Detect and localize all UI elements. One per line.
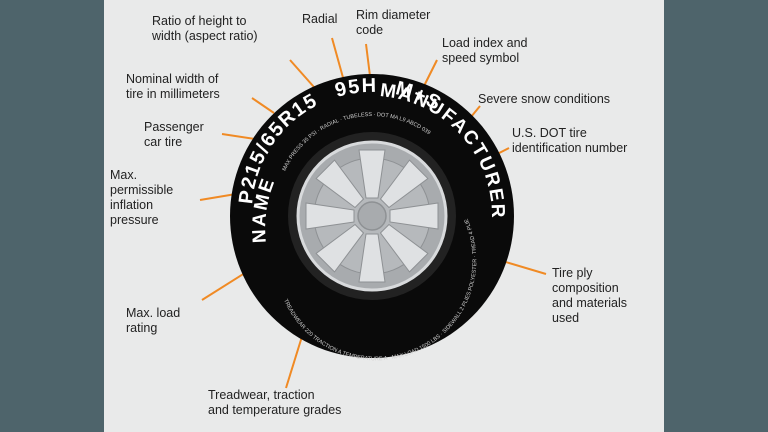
blurred-side-left [0, 0, 104, 432]
callout-dot: U.S. DOT tire identification number [512, 126, 628, 155]
callout-load-index: Load index and speed symbol [442, 36, 528, 65]
callout-nominal-width: Nominal width of tire in millimeters [126, 72, 220, 101]
leader-inflation [199, 193, 237, 201]
diagram-svg: P215/65R15 95H M+S MANUFACTURER NAME MAX… [104, 0, 547, 389]
callout-ply: Tire ply composition and materials used [552, 266, 628, 325]
callout-radial: Radial [302, 12, 338, 26]
rim-hub [357, 201, 387, 231]
rim-spoke [379, 159, 429, 209]
blurred-side-right [664, 0, 768, 432]
rim-spoke [358, 233, 386, 283]
callout-inflation: Max. permissible inflation pressure [110, 168, 174, 227]
rim-spoke [315, 159, 365, 209]
rim-spoke [315, 223, 365, 273]
rim-spoke [305, 202, 355, 230]
leader-treadwear [285, 329, 305, 389]
callout-snow: Severe snow conditions [478, 92, 611, 106]
rim-spokes [305, 149, 439, 283]
rim-spoke [379, 223, 429, 273]
callout-treadwear: Treadwear, traction and temperature grad… [208, 388, 342, 417]
callout-passenger: Passenger car tire [144, 120, 204, 149]
tire-sidewall-diagram: P215/65R15 95H M+S MANUFACTURER NAME MAX… [104, 0, 664, 432]
rim-spoke [389, 202, 439, 230]
rim-spoke [358, 149, 386, 199]
leader-nominal-width [251, 97, 275, 114]
callout-rim: Rim diameter code [356, 8, 431, 37]
callout-max-load: Max. load rating [126, 306, 181, 335]
tire [230, 74, 514, 358]
callout-aspect: Ratio of height to width (aspect ratio) [152, 14, 258, 43]
